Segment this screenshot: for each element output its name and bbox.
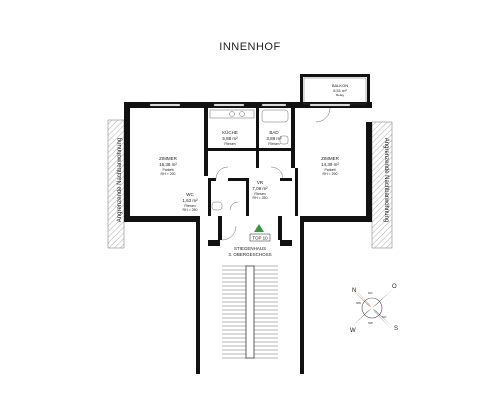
room-floor: Fliesen bbox=[268, 142, 279, 146]
room-area: 1,63 m² bbox=[182, 198, 198, 203]
room-area: 14,39 m² bbox=[321, 162, 339, 167]
neighbor-label-left: Angrenzende Nachbarwohnung bbox=[117, 138, 123, 222]
walls bbox=[124, 102, 372, 374]
room-floor: Fliesen bbox=[224, 142, 235, 146]
room-name: VR bbox=[257, 180, 264, 185]
room-height: RH = 290 bbox=[161, 172, 176, 176]
room-zimmer-right: ZIMMER 14,39 m² Parkett RH = 290 bbox=[321, 156, 340, 176]
room-vr: VR 7,09 m² Fliesen RH = 250 bbox=[252, 180, 268, 200]
room-name: ZIMMER bbox=[321, 156, 339, 161]
neighbor-label-right: Angrenzende Nachbarwohnung bbox=[383, 138, 389, 222]
room-floor: Fliesen bbox=[254, 192, 265, 196]
compass-no: NO bbox=[368, 291, 373, 295]
room-name: BAD bbox=[269, 130, 279, 135]
balcony-floor: Belag bbox=[336, 93, 344, 97]
room-floor: Parkett bbox=[162, 168, 173, 172]
compass-o: O bbox=[392, 284, 397, 290]
bath-fixtures bbox=[261, 109, 289, 145]
room-area: 5,88 m² bbox=[222, 136, 238, 141]
room-name: WC bbox=[186, 192, 194, 197]
plan-title: INNENHOF bbox=[219, 41, 280, 53]
wc-fixture bbox=[211, 201, 223, 211]
compass-so: SO bbox=[382, 315, 387, 319]
room-height: RH = 290 bbox=[323, 172, 338, 176]
compass-rose bbox=[350, 286, 394, 330]
compass-nw: NW bbox=[356, 301, 361, 305]
room-bad: BAD 3,88 m² Fliesen bbox=[266, 130, 282, 146]
unit-tag-box bbox=[249, 233, 271, 242]
room-wc: WC 1,63 m² Fliesen RH = 250 bbox=[182, 192, 198, 212]
room-name: ZIMMER bbox=[159, 156, 177, 161]
room-zimmer-left: ZIMMER 16,38 m² Parkett RH = 290 bbox=[159, 156, 178, 176]
kitchen-fixtures bbox=[209, 109, 255, 119]
stair-steps bbox=[222, 265, 278, 359]
room-area: 7,09 m² bbox=[252, 186, 268, 191]
entrance-marker bbox=[254, 224, 264, 232]
room-area: 16,38 m² bbox=[159, 162, 177, 167]
unit-tag: TOP 10 bbox=[252, 236, 268, 241]
windows bbox=[149, 103, 351, 107]
balcony-name: BALKON bbox=[332, 83, 348, 88]
compass-s: S bbox=[394, 326, 398, 332]
room-floor: Parkett bbox=[324, 168, 335, 172]
door-swings bbox=[215, 107, 331, 241]
room-height: RH = 250 bbox=[183, 208, 198, 212]
room-floor: Fliesen bbox=[184, 204, 195, 208]
compass-w: W bbox=[350, 328, 356, 334]
balcony-area: 6,51 m² bbox=[333, 88, 347, 93]
compass-sw: SW bbox=[368, 321, 373, 325]
compass-n: N bbox=[352, 288, 356, 294]
room-area: 3,88 m² bbox=[266, 136, 282, 141]
room-name: KÜCHE bbox=[222, 129, 238, 135]
stair-label-1: STIEGENHAUS bbox=[234, 246, 266, 251]
room-height: RH = 250 bbox=[253, 196, 268, 200]
stair-label-2: 3. OBERGESCHOSS bbox=[228, 252, 271, 257]
stair-eye bbox=[245, 265, 255, 359]
room-kueche: KÜCHE 5,88 m² Fliesen bbox=[222, 129, 238, 146]
